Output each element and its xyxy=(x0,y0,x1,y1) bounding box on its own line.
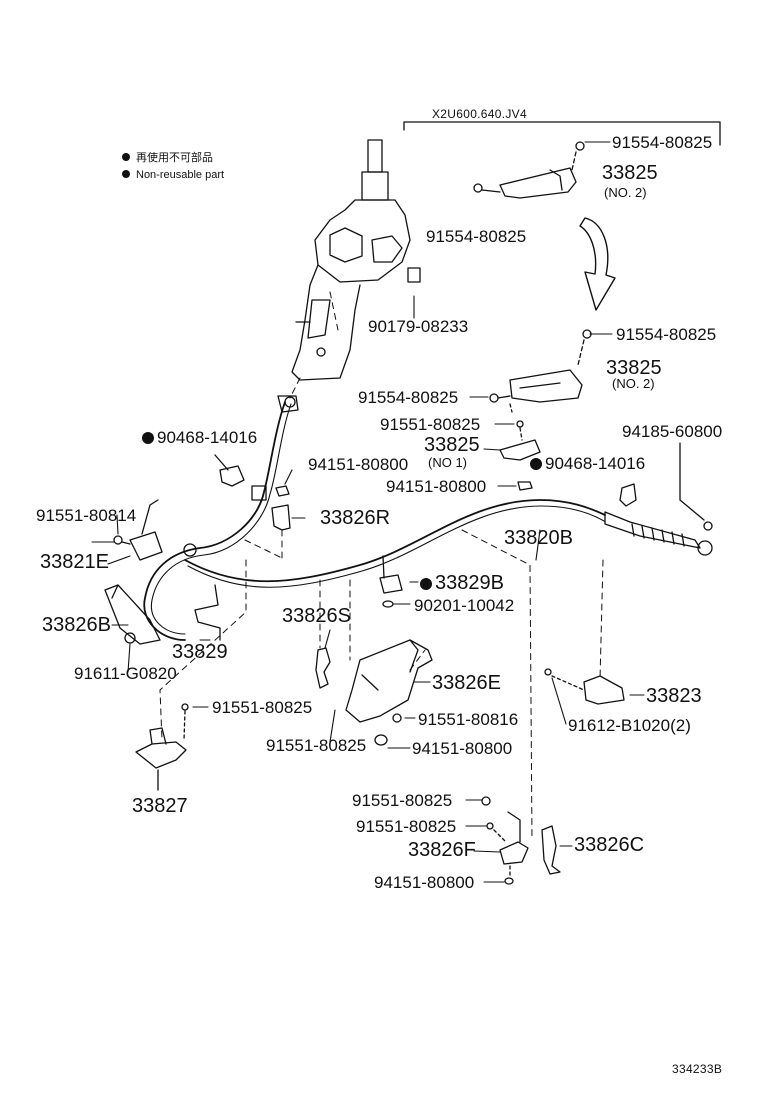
leader-lines xyxy=(91,141,645,883)
model-code-label: X2U600.640.JV4 xyxy=(432,107,527,121)
part-label[interactable]: 91554-80825 xyxy=(426,227,527,246)
shift-lever-assembly xyxy=(291,139,421,381)
clamp-33826S xyxy=(315,647,331,689)
clip-90468-left xyxy=(219,465,245,487)
part-label[interactable]: 94151-80800 xyxy=(308,455,409,474)
part-label[interactable]: 90201-10042 xyxy=(414,596,515,615)
part-label-sub: (NO 1) xyxy=(428,455,467,470)
bracket-33826F xyxy=(481,796,529,885)
part-label[interactable]: 91554-80825 xyxy=(358,388,459,407)
legend-cn-text: 再使用不可部品 xyxy=(136,152,213,164)
part-label-nonreusable[interactable]: 90468-14016 xyxy=(142,429,257,446)
bracket-33825-no1 xyxy=(499,420,541,461)
clip-90468-right xyxy=(619,483,637,507)
part-label[interactable]: 91551-80816 xyxy=(418,710,519,729)
rod-33829 xyxy=(194,584,221,641)
part-label[interactable]: 94151-80800 xyxy=(386,477,487,496)
bracket-33826E xyxy=(345,639,433,746)
part-label[interactable]: 91551-80814 xyxy=(36,506,137,525)
part-label[interactable]: 91554-80825 xyxy=(616,325,717,344)
dashed-connectors xyxy=(159,291,604,841)
part-label[interactable]: 91551-80825 xyxy=(380,415,481,434)
bracket-33821E xyxy=(113,499,163,561)
cable-33820B xyxy=(184,499,713,588)
diagram-code-label: 334233B xyxy=(672,1062,723,1076)
non-reusable-dot-icon xyxy=(530,458,542,470)
part-number: 90468-14016 xyxy=(545,454,646,473)
nut-94151-a xyxy=(275,485,290,497)
model-bracket xyxy=(403,121,721,146)
part-label[interactable]: 91554-80825 xyxy=(612,133,713,152)
bracket-33826B xyxy=(104,584,161,645)
bracket-33826C xyxy=(541,825,561,875)
part-label[interactable]: 91612-B1020(2) xyxy=(568,716,691,735)
part-number: 33829B xyxy=(435,572,504,594)
part-label-nonreusable[interactable]: 90468-14016 xyxy=(530,455,645,472)
part-label[interactable]: 33825 xyxy=(424,434,480,456)
part-label[interactable]: 33829 xyxy=(172,641,228,663)
arrow-indicator xyxy=(579,217,616,311)
part-label[interactable]: 91551-80825 xyxy=(266,736,367,755)
filled-dot-icon xyxy=(122,170,130,178)
part-label[interactable]: 94151-80800 xyxy=(374,873,475,892)
part-label[interactable]: 94185-60800 xyxy=(622,422,723,441)
part-label[interactable]: 91611-G0820 xyxy=(74,664,177,683)
non-reusable-dot-icon xyxy=(142,432,154,444)
part-label[interactable]: 91551-80825 xyxy=(212,698,313,717)
cable-select xyxy=(143,395,299,641)
part-label[interactable]: 33821E xyxy=(40,551,109,573)
part-label[interactable]: 90179-08233 xyxy=(368,317,469,336)
part-label[interactable]: 33820B xyxy=(504,527,573,549)
bracket-33825-top xyxy=(473,141,585,199)
part-label[interactable]: 33823 xyxy=(646,685,702,707)
part-label[interactable]: 33826R xyxy=(320,507,391,529)
non-reusable-dot-icon xyxy=(420,578,432,590)
legend-line-cn: 再使用不可部品 xyxy=(122,153,213,164)
part-number: 90468-14016 xyxy=(157,428,258,447)
part-label[interactable]: 33825 xyxy=(602,162,658,184)
filled-dot-icon xyxy=(122,153,130,161)
part-label[interactable]: 91551-80825 xyxy=(352,791,453,810)
leader-94185 xyxy=(679,442,705,521)
part-label[interactable]: 33826B xyxy=(42,614,111,636)
part-label[interactable]: 33826S xyxy=(282,605,351,627)
part-label[interactable]: 33826C xyxy=(574,834,645,856)
legend-line-en: Non-reusable part xyxy=(122,170,224,181)
legend-en-text: Non-reusable part xyxy=(136,169,225,181)
part-label[interactable]: 94151-80800 xyxy=(412,739,513,758)
part-label-sub: (NO. 2) xyxy=(604,185,647,200)
part-label[interactable]: 33825 xyxy=(606,357,662,379)
part-label[interactable]: 33826E xyxy=(432,672,501,694)
grommet-33829B xyxy=(379,555,403,608)
part-label[interactable]: 91551-80825 xyxy=(356,817,457,836)
part-label[interactable]: 33826F xyxy=(408,839,476,861)
bracket-33823 xyxy=(544,668,625,705)
part-label-nonreusable[interactable]: 33829B xyxy=(420,573,504,593)
nut-94151-b xyxy=(517,481,533,491)
part-label[interactable]: 33827 xyxy=(132,795,188,817)
bracket-33827 xyxy=(135,703,189,791)
part-label-sub: (NO. 2) xyxy=(612,376,655,391)
bracket-33825-mid xyxy=(489,329,592,413)
clamp-33826R xyxy=(271,504,291,531)
